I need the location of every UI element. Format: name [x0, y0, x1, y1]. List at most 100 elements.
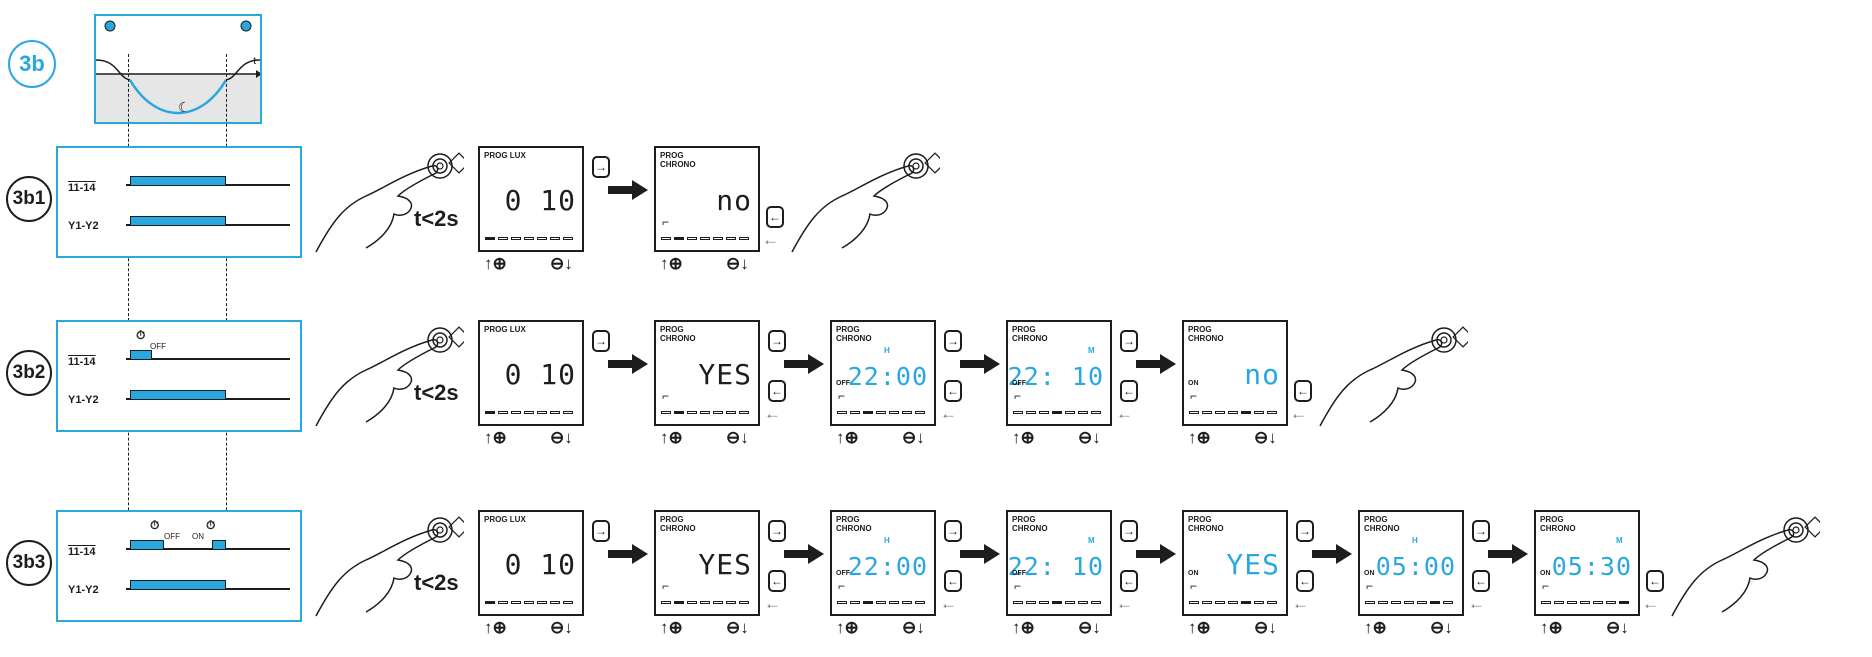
screen-value: 0 10 [504, 184, 576, 217]
step-segment [1078, 601, 1088, 604]
next-step-arrow-icon [960, 544, 1000, 564]
finger-press-icon [1319, 326, 1474, 427]
next-step-arrow-icon [960, 354, 1000, 374]
relay-on-bar-a2 [212, 540, 226, 550]
relay-label-11-14: 11-14 [68, 546, 96, 558]
next-step-arrow [608, 544, 648, 569]
step-segment [863, 601, 873, 604]
step-segment [1078, 411, 1088, 414]
screen-title: PROG [1188, 515, 1212, 524]
finger-press-icon [315, 152, 470, 253]
up-plus-buttons: ↑⊕ [660, 618, 683, 637]
right-button-icon: → [768, 520, 786, 542]
relay-label-y1-y2: Y1-Y2 [68, 220, 99, 232]
next-step-arrow-icon [1488, 544, 1528, 564]
clock-off-label: OFF [150, 342, 166, 351]
relay-symbol-icon: ⌐ [1014, 579, 1022, 593]
next-step-arrow [1136, 354, 1176, 379]
clock-off-label: OFF [164, 532, 180, 541]
night-panel: ☾ t [94, 14, 262, 124]
timing-baseline-a [126, 548, 290, 550]
back-arrow-icon: ← [1468, 594, 1485, 613]
screen-value: 22:00 [847, 552, 928, 581]
relay-symbol-icon: ⌐ [1542, 579, 1550, 593]
relay-state: OFF [836, 570, 850, 577]
step-segment [863, 411, 873, 414]
clock-on-label: ON [192, 532, 204, 541]
step-segment [713, 411, 723, 414]
step-segment [1091, 411, 1101, 414]
next-step-arrow [608, 180, 648, 205]
step-indicator [1189, 411, 1277, 414]
relay-on-bar-a [130, 540, 164, 550]
relay-symbol-icon: ⌐ [662, 579, 670, 593]
step-segment [485, 237, 495, 240]
step-segment [1013, 411, 1023, 414]
step-segment [1241, 601, 1251, 604]
right-button-icon: → [1472, 520, 1490, 542]
screen-title: PROG [660, 515, 684, 524]
relay-state: ON [1188, 380, 1199, 387]
relay-symbol-icon: ⌐ [1014, 389, 1022, 403]
next-step-arrow-icon [608, 180, 648, 200]
step-segment [1039, 601, 1049, 604]
screen-subtitle: CHRONO [1012, 334, 1048, 343]
step-segment [1580, 601, 1590, 604]
step-segment [511, 411, 521, 414]
press-hand-icon [314, 508, 470, 618]
step-segment [1091, 601, 1101, 604]
step-segment [1267, 411, 1277, 414]
step-segment [889, 601, 899, 604]
step-segment [1039, 411, 1049, 414]
right-button-icon: → [592, 156, 610, 178]
step-segment [661, 411, 671, 414]
step-segment [1215, 601, 1225, 604]
press-hand-icon [314, 318, 470, 428]
step-segment [713, 237, 723, 240]
left-button-icon: ← [768, 570, 786, 592]
step-segment [726, 237, 736, 240]
relay-symbol-icon: ⌐ [662, 215, 670, 229]
back-arrow-icon: ← [940, 594, 957, 613]
right-button-icon: → [592, 520, 610, 542]
step-segment [739, 237, 749, 240]
time-unit-indicator: H [884, 346, 890, 355]
step-segment [524, 601, 534, 604]
step-segment [739, 601, 749, 604]
confirm-hand-icon [1318, 318, 1474, 428]
step-segment [739, 411, 749, 414]
screen-title: PROG [1364, 515, 1388, 524]
up-plus-buttons: ↑⊕ [836, 618, 859, 637]
down-minus-buttons: ⊖↓ [726, 254, 749, 273]
step-segment [1541, 601, 1551, 604]
press-duration-label: t<2s [414, 206, 459, 231]
relay-on-bar-a [130, 176, 226, 186]
down-minus-buttons: ⊖↓ [550, 428, 573, 447]
up-plus-buttons: ↑⊕ [1012, 618, 1035, 637]
time-unit-indicator: M [1088, 346, 1095, 355]
step-segment [1065, 411, 1075, 414]
step-segment [1189, 411, 1199, 414]
screen-title: PROG [660, 151, 684, 160]
right-button-icon: → [944, 330, 962, 352]
step-segment [687, 237, 697, 240]
step-segment [1228, 411, 1238, 414]
step-segment [550, 411, 560, 414]
step-indicator [661, 601, 749, 604]
finger-press-icon [1671, 516, 1826, 617]
row-badge-3b3: 3b3 [6, 540, 52, 586]
screen-value: 22: 10 [1007, 362, 1104, 391]
back-arrow-icon: ← [1292, 594, 1309, 613]
step-segment [1026, 601, 1036, 604]
next-step-arrow-icon [608, 544, 648, 564]
up-plus-buttons: ↑⊕ [660, 428, 683, 447]
screen-value: no [716, 184, 752, 217]
screen-value: 05:00 [1375, 552, 1456, 581]
relay-state: OFF [1012, 380, 1026, 387]
step-indicator [837, 411, 925, 414]
next-step-arrow [784, 544, 824, 569]
clock-icon: ⏱ [206, 518, 216, 532]
